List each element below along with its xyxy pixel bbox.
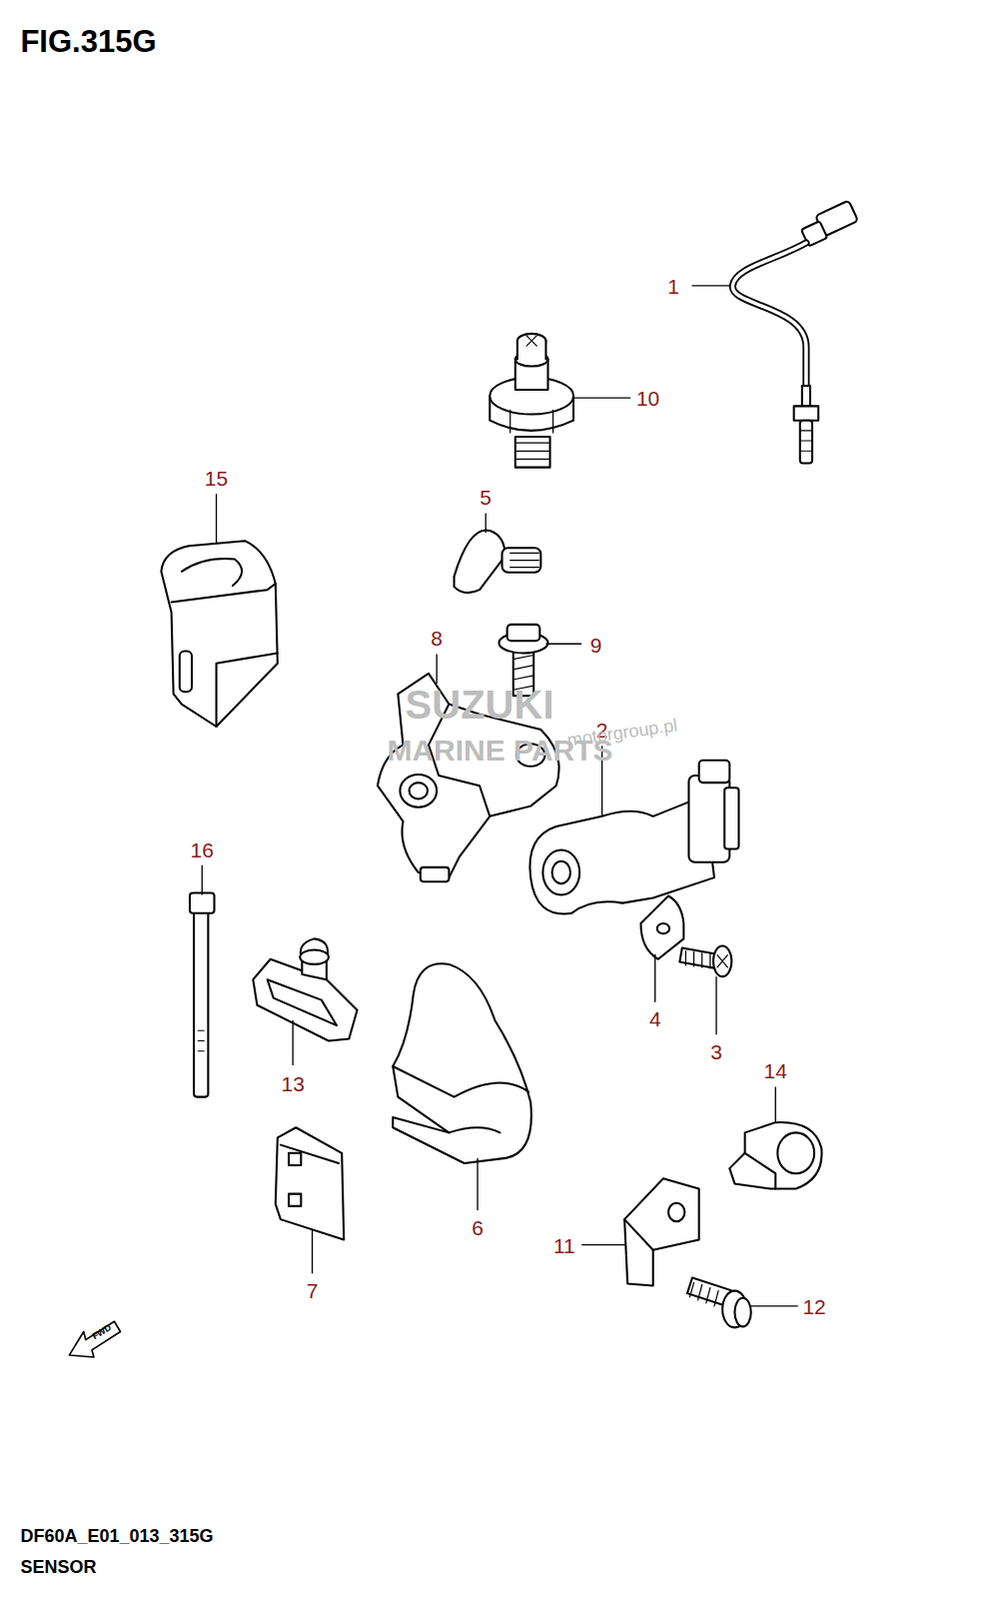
callout-number: 6 [471, 1215, 484, 1237]
callout-number: 5 [479, 486, 492, 508]
watermark: motorgroup.pl [566, 716, 679, 750]
figure-name: SENSOR [19, 1557, 96, 1576]
callout-number: 14 [764, 1059, 788, 1081]
forward-arrow [68, 1320, 120, 1357]
callout-number: 1 [667, 275, 680, 297]
callout-number: 7 [306, 1279, 319, 1301]
callout-number: 8 [430, 627, 443, 649]
callout-number: 9 [590, 633, 603, 655]
leader-lines [201, 285, 799, 1306]
hose-clip [729, 1121, 822, 1189]
callout-number: 3 [710, 1040, 723, 1062]
callout-number: 16 [190, 838, 214, 860]
hose-clamp [392, 963, 532, 1163]
callout-number: 15 [204, 467, 228, 489]
figure-title: FIG.315G [19, 24, 156, 56]
screw [679, 946, 732, 978]
clip-plate [275, 1126, 344, 1239]
figure-code: DF60A_E01_013_315G [19, 1526, 213, 1545]
watermark: SUZUKI [405, 684, 555, 725]
cap-plug [454, 529, 542, 593]
mount-bracket [624, 1177, 700, 1285]
flange-bolt [687, 1277, 752, 1328]
washer-plate [640, 895, 684, 959]
callout-number: 4 [649, 1007, 662, 1029]
cable-tie [189, 892, 215, 1096]
wire-clip [252, 938, 357, 1040]
sensor-holder [160, 540, 277, 727]
temperature-sensor [732, 200, 859, 464]
position-sensor [529, 760, 739, 915]
callout-number: 12 [802, 1295, 826, 1317]
oil-pressure-switch [489, 333, 574, 468]
callout-number: 11 [553, 1234, 576, 1256]
callout-number: 13 [280, 1071, 304, 1093]
callout-number: 10 [636, 387, 660, 409]
